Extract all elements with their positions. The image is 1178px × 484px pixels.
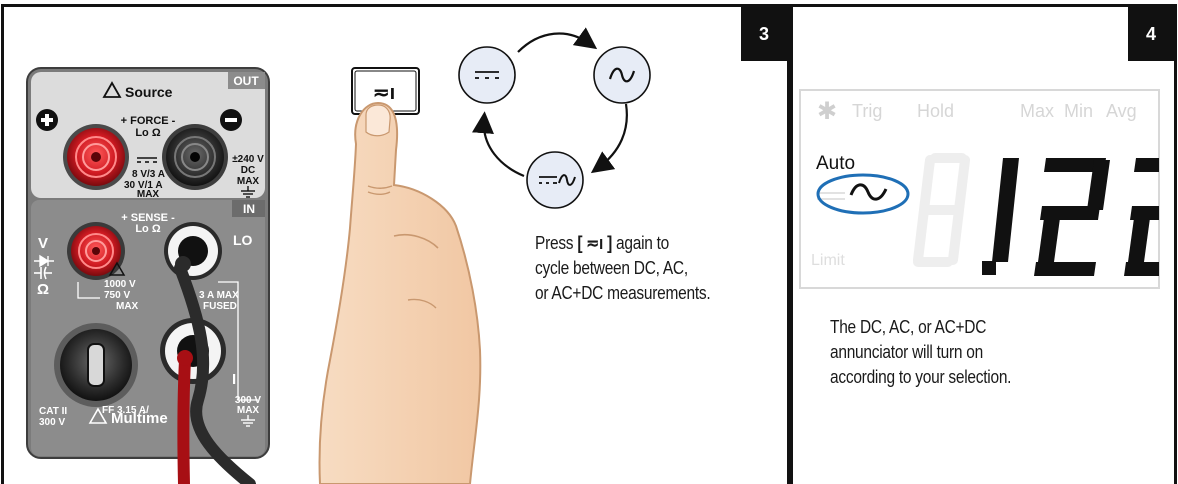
in-tab-label: IN (243, 202, 255, 216)
fuse-spec: FF 3.15 A/ (102, 405, 149, 416)
lo-label: LO (233, 232, 253, 248)
force-red-jack (63, 124, 129, 190)
ground-icon (241, 415, 255, 427)
step-number-badge: 3 (741, 7, 787, 61)
limit-annunciator: Limit (811, 252, 845, 269)
warning-icon (88, 407, 108, 424)
diode-icon (34, 254, 54, 268)
force-black-jack (162, 124, 228, 190)
sense-ohm-label: Lo Ω (135, 223, 160, 235)
i-label: I (232, 371, 236, 388)
force-rating-1: 8 V/3 A (132, 169, 165, 180)
pressing-hand (318, 101, 482, 484)
force-right-rating-3: MAX (237, 176, 260, 187)
warning-icon (108, 261, 126, 276)
highlight-ring (816, 173, 910, 215)
dc-mode-circle (458, 46, 516, 104)
caption-line: according to your selection. (830, 367, 1012, 387)
force-right-rating-2: DC (241, 165, 255, 176)
asterisk-annunciator: ✱ (817, 98, 837, 125)
caption-line: annunciator will turn on (830, 342, 984, 362)
cat-rating-2: 300 V (39, 417, 65, 428)
force-label: + FORCE - (121, 115, 176, 127)
sense-label: + SENSE - (121, 212, 175, 224)
caption-line: Press [ ≂ı ] again to (535, 231, 710, 256)
black-test-lead (174, 262, 256, 484)
caption-line: The DC, AC, or AC+DC (830, 317, 987, 337)
lo-white-jack (164, 222, 222, 280)
input-rating-3: MAX (116, 301, 139, 312)
caption-text: again to (611, 233, 670, 253)
lcd-display: ✱ Trig Hold Max Min Avg Auto Limit (799, 89, 1160, 289)
caption-line: cycle between DC, AC, (535, 258, 688, 278)
warning-icon (102, 81, 122, 98)
multimeter-title: Multime (111, 410, 168, 427)
v-label: V (38, 235, 48, 252)
source-title: Source (125, 84, 173, 100)
fuse-spec-tail: 0 V (182, 405, 197, 416)
trig-annunciator: Trig (852, 101, 882, 121)
min-annunciator: Min (1064, 101, 1093, 121)
fuse-rating-2: FUSED (203, 301, 237, 312)
step-3-caption: Press [ ≂ı ] again to cycle between DC, … (535, 231, 711, 306)
mode-cycle-diagram (458, 27, 651, 209)
acdc-mode-circle (526, 151, 584, 209)
cat-rating-1: CAT II (39, 406, 67, 417)
inline-key-symbol: [ ≂ı ] (577, 233, 612, 253)
acdc-key-button[interactable]: ≂ı (351, 67, 420, 115)
input-rating-1: 1000 V (104, 279, 136, 290)
key-label: ≂ı (373, 82, 395, 104)
multimeter-terminal-panel: OUT IN Source + FORCE - Lo Ω (26, 67, 270, 484)
caption-line: or AC+DC measurements. (535, 283, 711, 303)
fingernail (365, 104, 391, 137)
force-right-rating-1: ±240 V (232, 154, 264, 165)
out-tab-label: OUT (233, 74, 259, 88)
bottom-rating-1: 300 V (235, 395, 261, 406)
ac-annunciator-icon (849, 183, 888, 201)
ground-icon (241, 186, 255, 198)
auto-annunciator: Auto (816, 153, 855, 174)
max-annunciator: Max (1020, 101, 1054, 121)
hold-annunciator: Hold (917, 101, 954, 121)
seven-segment-reading (982, 158, 1159, 276)
dc-symbol-icon (137, 157, 157, 163)
step-4-panel: 4 (790, 4, 1177, 484)
avg-annunciator: Avg (1106, 101, 1137, 121)
step-3-panel: 3 (1, 4, 790, 484)
ac-mode-circle (593, 46, 651, 104)
sense-red-jack (67, 222, 125, 280)
omega-label: Ω (37, 281, 49, 298)
bottom-rating-2: MAX (237, 405, 260, 416)
red-test-lead (177, 354, 191, 484)
force-ohm-label: Lo Ω (135, 127, 160, 139)
step-number-badge: 4 (1128, 7, 1174, 61)
force-rating-3: MAX (137, 189, 160, 200)
fuse-holder (54, 323, 138, 407)
caption-text: Press (535, 233, 578, 253)
capacitor-icon (34, 266, 52, 280)
force-rating-2: 30 V/1 A (124, 180, 163, 191)
input-rating-2: 750 V (104, 290, 130, 301)
step-4-caption: The DC, AC, or AC+DC annunciator will tu… (830, 315, 1011, 390)
fuse-rating-1: 3 A MAX (199, 290, 239, 301)
